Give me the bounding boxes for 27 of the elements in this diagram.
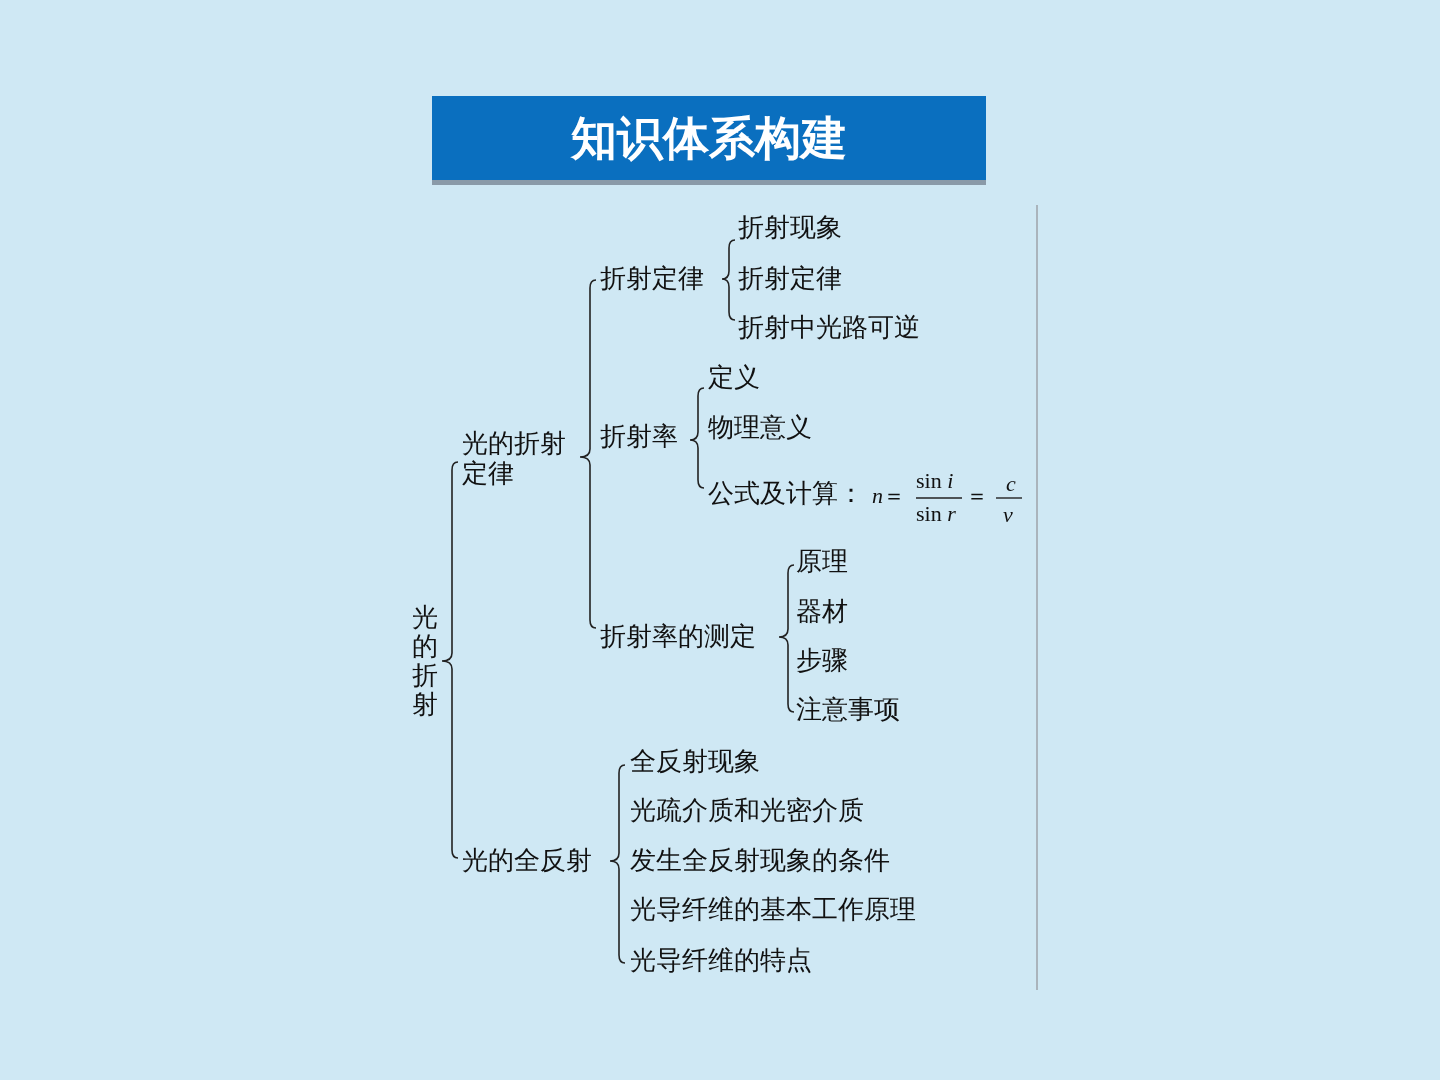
topic-label: 折射定律 [738, 264, 842, 294]
topic-label: 器材 [796, 597, 848, 627]
numerator: sin i [916, 469, 954, 493]
topic-label: 折射率 [600, 422, 678, 452]
topic-label: 光导纤维的基本工作原理 [630, 895, 916, 925]
topic-label: 注意事项 [796, 695, 900, 725]
formula-text: ＝ [966, 484, 988, 508]
topic-label: 折射定律 [600, 264, 704, 294]
topic-label: 全反射现象 [630, 747, 760, 777]
topic-label: 原理 [796, 547, 848, 577]
formula-text: n＝ [872, 484, 905, 508]
topic-label: 光导纤维的特点 [630, 946, 812, 976]
topic-label: 折射率的测定 [600, 622, 756, 652]
topic-label: 折射中光路可逆 [738, 313, 920, 343]
topic-label: 公式及计算： [708, 479, 864, 509]
topic-label: 发生全反射现象的条件 [630, 846, 890, 876]
topic-label: 定义 [708, 363, 760, 393]
topic-label: 光的全反射 [462, 846, 592, 876]
topic-label: 折射现象 [738, 213, 842, 243]
topic-label: 步骤 [796, 646, 848, 676]
root-topic-label: 光的折射 [412, 603, 440, 719]
numerator: c [1006, 472, 1016, 496]
denominator: v [1003, 503, 1013, 527]
topic-label: 光的折射定律 [462, 429, 580, 489]
topic-label: 物理意义 [708, 413, 812, 443]
topic-label: 光疏介质和光密介质 [630, 796, 864, 826]
denominator: sin r [916, 502, 956, 526]
